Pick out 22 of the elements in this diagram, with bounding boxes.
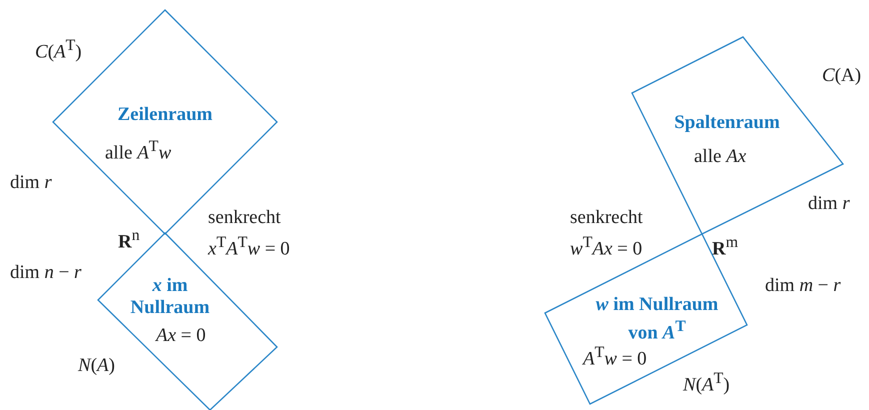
math-label: C(A$^{T}$) bbox=[35, 36, 82, 64]
subspace-formula: alle Ax bbox=[694, 146, 746, 168]
subspace-formula: A$^{T}$w = 0 bbox=[583, 343, 647, 370]
subspace-title: Spaltenraum bbox=[673, 112, 781, 134]
math-label: dim r bbox=[10, 172, 52, 194]
math-label: R$^{n}$ bbox=[118, 226, 140, 254]
subspace-formula: Ax = 0 bbox=[156, 325, 206, 347]
subspace-title: x im Nullraum bbox=[129, 275, 211, 319]
subspace-title: Zeilenraum bbox=[116, 104, 214, 126]
math-label: N(A) bbox=[78, 355, 115, 377]
math-label: dim r bbox=[808, 193, 850, 215]
math-label: C(A) bbox=[822, 65, 862, 87]
math-label: x$^{T}$A$^{T}$w = 0 bbox=[208, 233, 290, 260]
math-label: N(A$^{T}$) bbox=[683, 369, 730, 396]
math-label: w$^{T}$Ax = 0 bbox=[570, 233, 642, 260]
subspace-title: w im Nullraum von A$^{T}$ bbox=[594, 294, 720, 344]
subspace-formula: alle A$^{T}$w bbox=[105, 137, 172, 164]
math-label: senkrecht bbox=[208, 207, 281, 229]
math-label: dim m − r bbox=[765, 275, 841, 297]
math-label: dim n − r bbox=[10, 262, 82, 284]
math-label: senkrecht bbox=[570, 207, 643, 229]
math-label: R$^{m}$ bbox=[712, 233, 738, 260]
